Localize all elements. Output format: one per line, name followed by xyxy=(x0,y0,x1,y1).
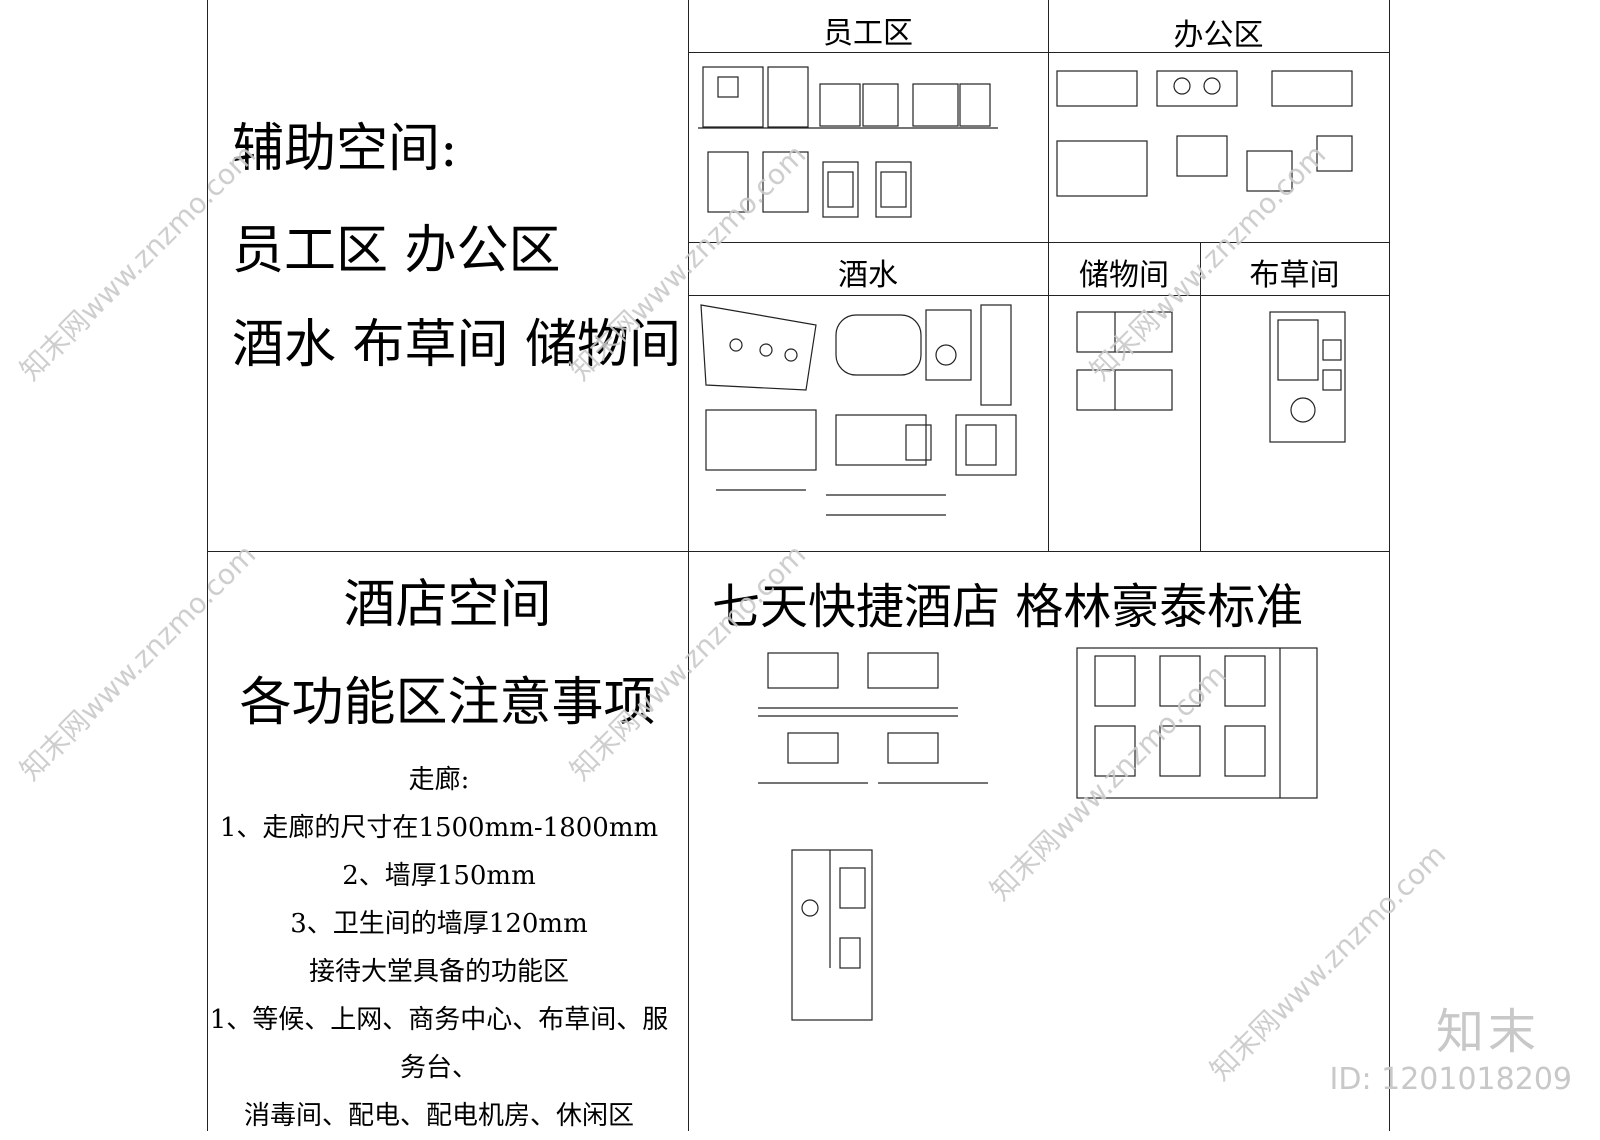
watermark-text: 知末网www.znzmo.com xyxy=(13,538,263,787)
note-line: 1、走廊的尺寸在1500mm-1800mm xyxy=(219,813,659,843)
linen-room-plan xyxy=(1269,311,1346,443)
grid-line xyxy=(688,52,1389,53)
office-area-plans xyxy=(1056,70,1353,197)
grid-line xyxy=(688,295,1389,296)
grid-line xyxy=(688,0,689,1131)
header-storage: 储物间 xyxy=(1079,258,1169,293)
watermark-text: 知末网www.znzmo.com xyxy=(1203,838,1453,1087)
grid-line xyxy=(1048,0,1049,551)
drinks-plans xyxy=(700,304,1017,516)
aux-space-line-2: 员工区 办公区 xyxy=(232,221,561,281)
note-line: 2、墙厚150mm xyxy=(342,861,536,891)
storage-plans xyxy=(1076,311,1173,411)
function-notes-title: 各功能区注意事项 xyxy=(239,673,656,733)
grid-line xyxy=(1389,0,1390,1131)
image-id: ID: 1201018209 xyxy=(1329,1062,1572,1097)
grid-line xyxy=(688,242,1389,243)
hotel-space-title: 酒店空间 xyxy=(343,575,552,635)
note-line: 1、等候、上网、商务中心、布草间、服务台、 xyxy=(209,1005,669,1083)
aux-space-line-3: 酒水 布草间 储物间 xyxy=(232,315,682,375)
note-line: 3、卫生间的墙厚120mm xyxy=(290,909,588,939)
lobby-floor-plan xyxy=(791,849,873,1021)
greentree-room-plans xyxy=(1076,647,1318,799)
hotel-standard-title: 七天快捷酒店 格林豪泰标准 xyxy=(712,579,1304,635)
header-linen: 布草间 xyxy=(1249,258,1340,293)
grid-line xyxy=(1200,242,1201,551)
header-drinks: 酒水 xyxy=(838,258,898,293)
aux-space-title: 辅助空间: xyxy=(232,119,458,179)
grid-line xyxy=(207,0,208,1131)
seven-days-room-plans xyxy=(758,652,988,784)
staff-area-plans xyxy=(698,66,998,218)
note-line: 走廊: xyxy=(408,765,470,795)
note-line: 消毒间、配电、配电机房、休闲区 xyxy=(243,1101,634,1131)
brand-logo: 知末 xyxy=(1435,1004,1540,1060)
note-line: 接待大堂具备的功能区 xyxy=(308,957,569,987)
header-staff: 员工区 xyxy=(823,16,913,51)
notes-list: 走廊: 1、走廊的尺寸在1500mm-1800mm 2、墙厚150mm 3、卫生… xyxy=(200,756,678,1140)
watermark-text: 知末网www.znzmo.com xyxy=(13,138,263,387)
header-office: 办公区 xyxy=(1173,18,1264,53)
grid-line xyxy=(207,551,1389,552)
